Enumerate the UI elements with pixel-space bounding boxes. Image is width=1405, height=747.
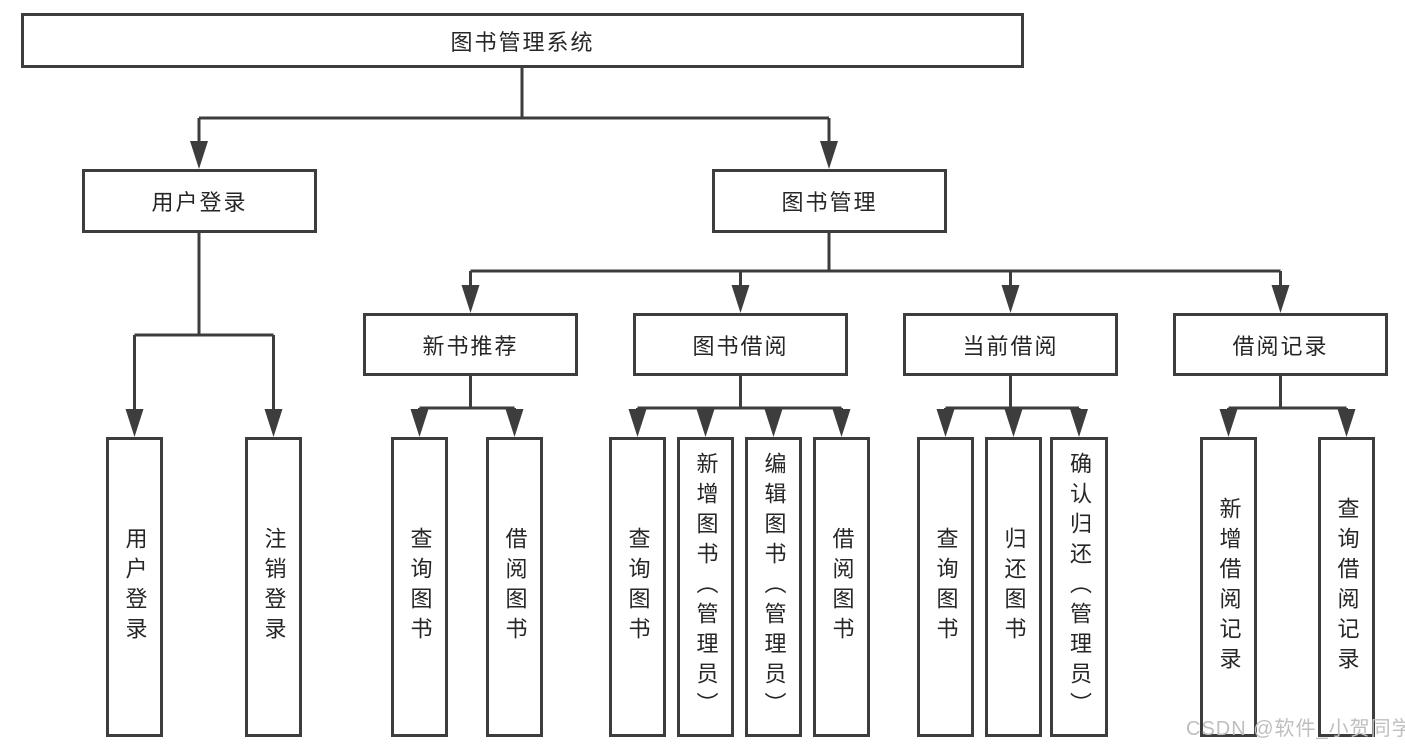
arrow-leaf [1219, 409, 1238, 437]
arrow-to-user-login [190, 141, 208, 169]
leaf-label: 用户登录 [122, 527, 148, 647]
leaf-label: 新增图书（管理员） [693, 452, 719, 722]
leaf-return-books: 归还图书 [985, 437, 1042, 737]
leaf-label: 查询图书 [407, 527, 433, 647]
leaf-label: 查询图书 [933, 527, 959, 647]
leaf-label: 新增借阅记录 [1216, 497, 1242, 677]
node-book-management: 图书管理 [712, 169, 947, 233]
arrow-leaf [628, 409, 647, 437]
arrow-leaf [505, 409, 524, 437]
connector-new-book-to-leaves [418, 376, 516, 414]
arrow-to-new-book [461, 285, 480, 313]
leaf-label: 编辑图书（管理员） [761, 452, 787, 722]
leaf-query-books-recommend: 查询图书 [391, 437, 448, 737]
arrow-to-current-borrow [1001, 285, 1020, 313]
arrow-leaf [696, 409, 715, 437]
leaf-edit-books-admin: 编辑图书（管理员） [745, 437, 802, 737]
leaf-label: 查询借阅记录 [1334, 497, 1360, 677]
arrow-leaf [832, 409, 851, 437]
arrow-leaf [410, 409, 429, 437]
arrow-leaf [936, 409, 955, 437]
leaf-logout: 注销登录 [245, 437, 302, 737]
leaf-query-borrow-record: 查询借阅记录 [1318, 437, 1375, 737]
leaf-borrow-books-recommend: 借阅图书 [486, 437, 543, 737]
connector-borrow-records-to-leaves [1227, 376, 1348, 414]
connector-book-borrow-to-leaves [636, 376, 843, 414]
arrow-leaf [1070, 409, 1088, 437]
arrow-leaf [1004, 409, 1023, 437]
connector-book-management-to-level3 [469, 233, 1282, 290]
arrow-leaf [264, 409, 283, 437]
connector-root-to-level2 [197, 68, 831, 146]
arrow-to-book-borrow [731, 285, 750, 313]
leaf-query-books-current: 查询图书 [917, 437, 974, 737]
leaf-user-login: 用户登录 [106, 437, 163, 737]
arrow-leaf [125, 409, 144, 437]
leaf-label: 借阅图书 [502, 527, 528, 647]
node-library-management-system: 图书管理系统 [21, 13, 1024, 68]
leaf-borrow-books: 借阅图书 [813, 437, 870, 737]
arrowheads [125, 141, 1356, 437]
leaf-add-borrow-record: 新增借阅记录 [1200, 437, 1257, 737]
leaf-add-books-admin: 新增图书（管理员） [677, 437, 734, 737]
connector-current-borrow-to-leaves [944, 376, 1081, 414]
arrow-to-borrow-records [1271, 285, 1290, 313]
node-user-login: 用户登录 [82, 169, 317, 233]
node-new-book-recommend: 新书推荐 [363, 313, 578, 376]
arrow-leaf [1337, 409, 1356, 437]
leaf-label: 借阅图书 [829, 527, 855, 647]
node-book-borrow: 图书借阅 [633, 313, 848, 376]
leaf-confirm-return-admin: 确认归还（管理员） [1050, 437, 1108, 737]
node-borrow-records: 借阅记录 [1173, 313, 1388, 376]
arrow-to-book-management [820, 141, 838, 169]
leaf-query-books-borrow: 查询图书 [609, 437, 666, 737]
leaf-label: 归还图书 [1001, 527, 1027, 647]
csdn-watermark: CSDN @软件_小贺同学 [1186, 718, 1405, 740]
leaf-label: 确认归还（管理员） [1067, 452, 1092, 722]
leaf-label: 查询图书 [625, 527, 651, 647]
node-current-borrow: 当前借阅 [903, 313, 1118, 376]
connector-user-login-to-leaves [133, 233, 275, 414]
leaf-label: 注销登录 [261, 527, 287, 647]
arrow-leaf [764, 409, 783, 437]
